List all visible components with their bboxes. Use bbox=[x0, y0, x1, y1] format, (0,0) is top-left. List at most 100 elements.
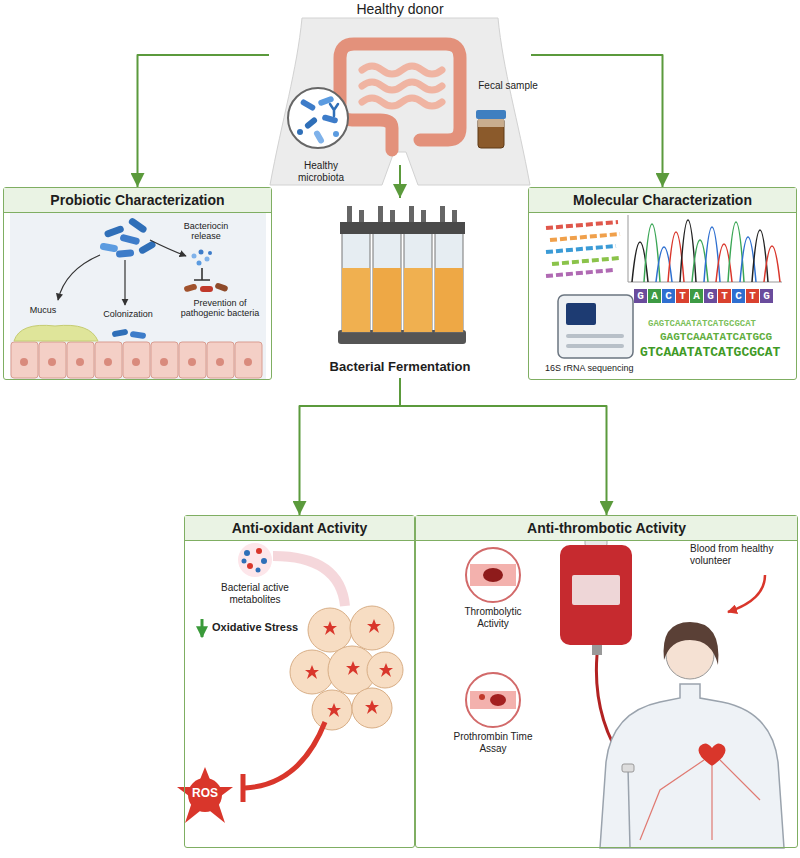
microbiota-lens bbox=[321, 114, 338, 124]
donor-body bbox=[362, 66, 442, 106]
panel-box: Anti-oxidant Activity bbox=[184, 515, 415, 848]
sample-jar bbox=[478, 118, 504, 148]
antioxidant-illustration bbox=[177, 767, 233, 823]
antioxidant-illustration bbox=[327, 703, 341, 717]
antioxidant-illustration bbox=[367, 652, 403, 688]
panel-box: Probiotic Characterization bbox=[3, 187, 272, 380]
fermenter-art bbox=[342, 232, 370, 332]
antioxidant-illustration bbox=[290, 650, 334, 694]
probiotic-illustration bbox=[99, 242, 118, 252]
probiotic-illustration bbox=[200, 286, 213, 292]
method-label: 16S rRNA sequencing bbox=[545, 363, 660, 373]
antioxidant-illustration bbox=[352, 688, 392, 728]
fermenter-art bbox=[340, 222, 372, 234]
probiotic-illustration bbox=[214, 282, 228, 292]
sample-jar bbox=[476, 110, 506, 119]
probiotic-illustration bbox=[58, 255, 100, 300]
antithrombotic-illustration bbox=[470, 691, 516, 709]
probiotic-illustration bbox=[76, 358, 84, 366]
metabolite-label: Bacterial active metabolites bbox=[205, 582, 305, 605]
antioxidant-illustration bbox=[245, 722, 325, 788]
molecular-illustration bbox=[558, 295, 633, 358]
molecular-illustration bbox=[546, 246, 616, 252]
sample-jar bbox=[476, 110, 506, 148]
assay-label: Prothrombin Time Assay bbox=[448, 731, 538, 754]
flow-arrow bbox=[300, 378, 401, 515]
effect-label: Oxidative Stress bbox=[212, 621, 307, 634]
fermenter-art bbox=[373, 268, 401, 332]
sequence-text: GAGTCAAATATCATGCGCAT bbox=[648, 319, 756, 329]
fermenter-art bbox=[338, 206, 466, 344]
molecular-illustration bbox=[546, 222, 618, 228]
probiotic-illustration bbox=[123, 342, 150, 378]
node-heading: Anti-oxidant Activity bbox=[185, 516, 414, 541]
antithrombotic-illustration bbox=[728, 575, 765, 612]
antioxidant-illustration bbox=[350, 606, 394, 650]
probiotic-illustration bbox=[132, 358, 140, 366]
node-heading: Anti-thrombotic Activity bbox=[416, 516, 797, 541]
probiotic-illustration bbox=[10, 212, 266, 379]
microbiota-label: Healthy microbiota bbox=[283, 160, 359, 183]
microbiota-lens bbox=[330, 104, 338, 116]
antithrombotic-illustration bbox=[600, 684, 784, 848]
antithrombotic-illustration bbox=[490, 694, 506, 706]
antithrombotic-illustration bbox=[572, 575, 620, 605]
antioxidant-illustration bbox=[312, 690, 352, 730]
probiotic-illustration bbox=[235, 342, 262, 378]
molecular-illustration bbox=[566, 303, 596, 325]
antithrombotic-illustration bbox=[622, 764, 634, 772]
antioxidant-illustration bbox=[238, 543, 272, 577]
molecular-illustration bbox=[728, 222, 744, 282]
probiotic-illustration bbox=[104, 358, 112, 366]
antioxidant-illustration bbox=[256, 548, 262, 554]
microbiota-lens bbox=[288, 88, 348, 148]
probiotic-illustration bbox=[179, 342, 206, 378]
antithrombotic-illustration bbox=[699, 743, 726, 766]
donor-label: Blood from healthy volunteer bbox=[690, 543, 790, 566]
flow-arrow bbox=[399, 165, 401, 198]
antioxidant-illustration bbox=[201, 619, 204, 637]
fermenter-art bbox=[435, 232, 463, 332]
probiotic-illustration bbox=[194, 268, 210, 280]
fermenter-art bbox=[402, 222, 434, 234]
fermenter-art bbox=[440, 206, 445, 222]
ros-label: ROS bbox=[185, 787, 225, 801]
antioxidant-illustration bbox=[247, 563, 253, 569]
probiotic-illustration bbox=[151, 342, 178, 378]
microbiota-lens bbox=[304, 116, 319, 130]
antioxidant-illustration bbox=[256, 568, 261, 573]
donor-body bbox=[340, 44, 460, 150]
probiotic-illustration bbox=[197, 261, 202, 266]
fermenter-art bbox=[390, 210, 395, 222]
antithrombotic-illustration bbox=[470, 564, 516, 586]
antithrombotic-illustration bbox=[592, 645, 602, 655]
antioxidant-illustration bbox=[308, 608, 352, 652]
antioxidant-illustration bbox=[244, 550, 250, 556]
probiotic-illustration bbox=[192, 254, 197, 259]
fermenter-vessel: Bacterial Fermentation bbox=[300, 198, 500, 378]
fermenter-art bbox=[404, 232, 432, 332]
probiotic-illustration bbox=[67, 342, 94, 378]
probiotic-illustration bbox=[188, 358, 196, 366]
antithrombotic-illustration bbox=[479, 694, 485, 700]
antioxidant-illustration bbox=[365, 700, 379, 714]
sample-label: Fecal sample bbox=[468, 80, 548, 92]
antioxidant-illustration bbox=[346, 661, 360, 675]
probiotic-illustration bbox=[20, 358, 28, 366]
probiotic-illustration bbox=[130, 331, 147, 339]
probiotic-illustration bbox=[112, 329, 129, 338]
antithrombotic-illustration bbox=[664, 622, 719, 665]
assay-label: Thrombolytic Activity bbox=[448, 606, 538, 629]
molecular-illustration bbox=[764, 246, 780, 282]
probiotic-illustration bbox=[48, 358, 56, 366]
probiotic-illustration bbox=[205, 257, 210, 262]
effect-label: Prevention of pathogenic bacteria bbox=[176, 298, 264, 319]
process-label: Colonization bbox=[96, 309, 160, 319]
molecular-illustration bbox=[546, 215, 782, 358]
probiotic-illustration bbox=[95, 342, 122, 378]
flow-arrow bbox=[138, 55, 270, 187]
antioxidant-illustration bbox=[242, 559, 247, 564]
antioxidant-illustration bbox=[305, 665, 319, 679]
